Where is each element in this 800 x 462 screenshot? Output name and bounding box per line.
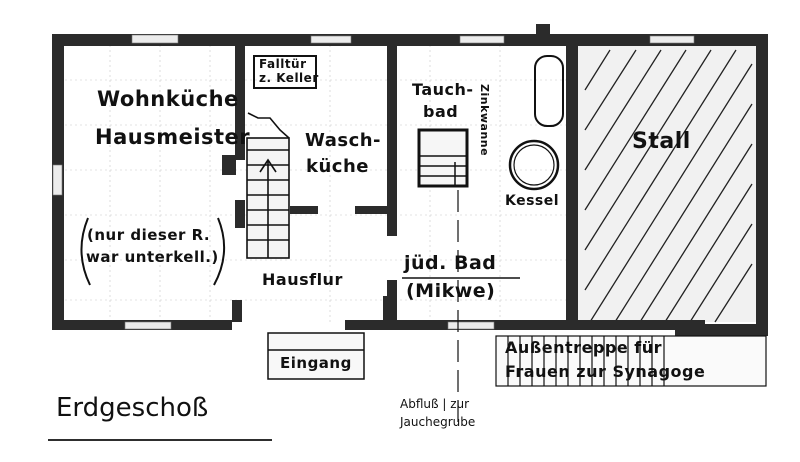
label-eingang: Eingang: [280, 354, 352, 372]
window: [131, 34, 179, 44]
label-hausmeister: Hausmeister: [95, 125, 251, 149]
note-paren-right: [213, 217, 226, 286]
stall-hatch: [584, 49, 753, 323]
label-wasch: Wasch-: [305, 130, 382, 151]
note-line-2: war unterkell.): [86, 248, 219, 266]
label-kessel: Kessel: [505, 193, 560, 209]
zinkwanne-tub: [534, 55, 564, 127]
window: [649, 35, 695, 44]
note-line-1: (nur dieser R.: [87, 226, 211, 244]
label-aussentreppe: Außentreppe für: [505, 338, 662, 357]
label-zinkwanne: Zinkwanne: [478, 84, 491, 157]
label-kueche: küche: [306, 156, 369, 177]
label-juedisches-bad: jüd. Bad: [404, 252, 497, 274]
label-bad: bad: [423, 102, 459, 121]
label-stall: Stall: [632, 129, 691, 154]
note-paren-left: [80, 217, 91, 286]
label-mikwe: (Mikwe): [406, 280, 496, 302]
window: [310, 35, 352, 44]
label-falltuer: Falltür: [259, 57, 307, 71]
entrance-steps: [267, 332, 365, 380]
label-jauchegrube: Jauchegrube: [400, 415, 476, 429]
window: [124, 321, 172, 330]
falltuer-box: [253, 55, 317, 89]
cellar-stairs: [246, 112, 290, 259]
kessel-circle: [508, 139, 560, 191]
window: [447, 321, 495, 330]
label-abfluss: Abfluß | zur: [400, 397, 470, 411]
label-tauch: Tauch-: [412, 80, 474, 99]
background-grid: [60, 45, 760, 325]
window: [459, 35, 505, 44]
outer-staircase: [495, 335, 767, 387]
label-zum-keller: z. Keller: [259, 71, 319, 85]
tauchbad-pool: [417, 128, 469, 188]
label-wohnkueche: Wohnküche: [97, 87, 239, 111]
title-erdgeschoss: Erdgeschoß: [56, 393, 209, 423]
stall-area: [578, 46, 756, 322]
label-frauen-synagoge: Frauen zur Synagoge: [505, 362, 706, 381]
window: [52, 164, 63, 196]
label-hausflur: Hausflur: [262, 270, 343, 289]
